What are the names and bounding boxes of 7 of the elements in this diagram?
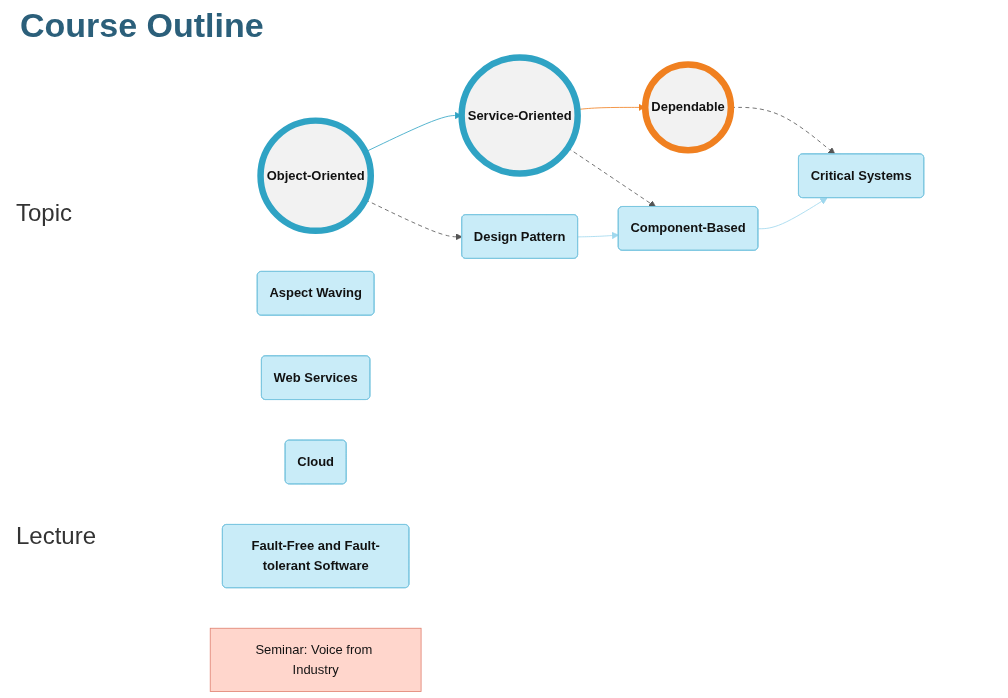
node-circle: Object-Oriented [257,117,374,235]
row-label: Lecture [16,522,98,551]
row-label: Topic [16,198,74,227]
node-circle: Dependable [641,61,735,154]
slide-title: Course Outline [20,6,265,45]
node-circle: Service-Oriented [458,54,581,177]
node-box: Seminar: Voice from Industry [209,627,422,692]
